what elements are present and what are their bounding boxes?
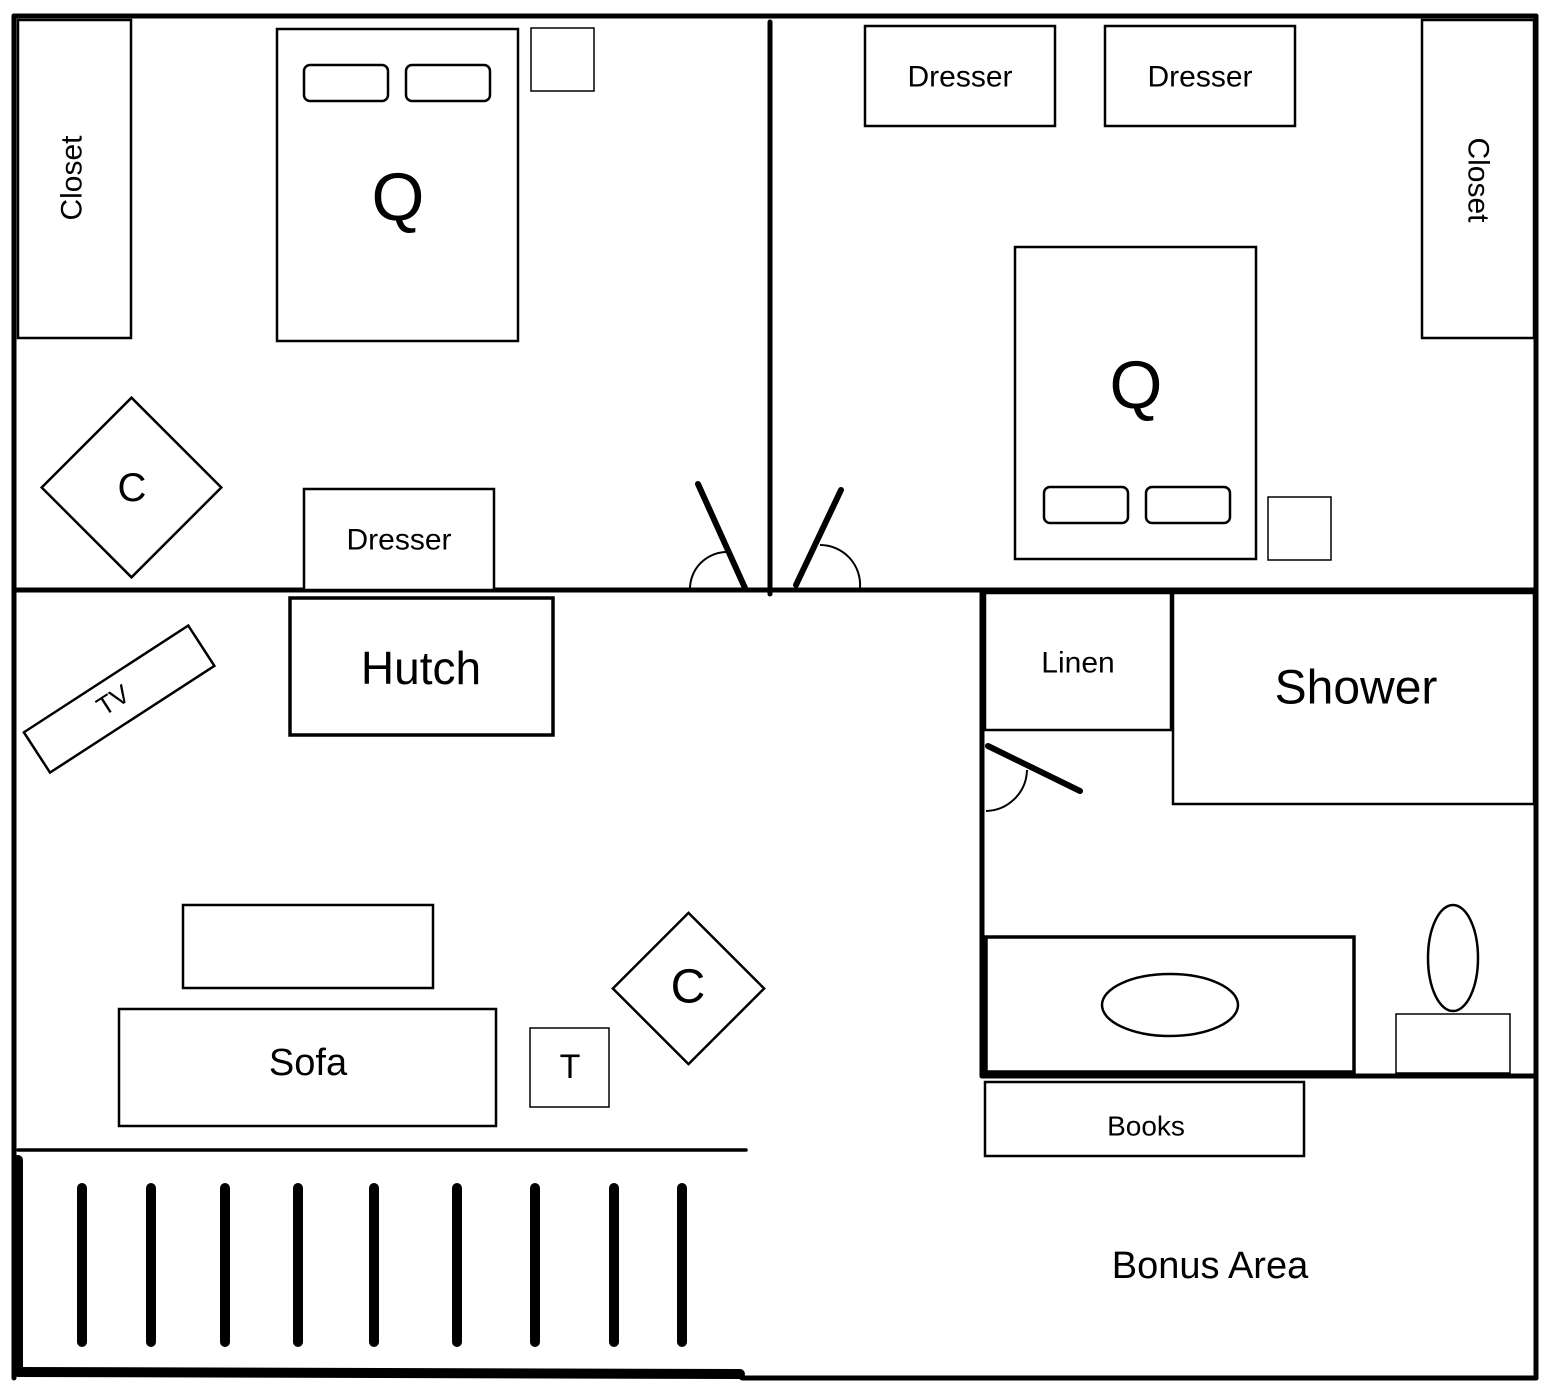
bedroom-right: Dresser Dresser Closet Q <box>793 18 1536 589</box>
sink <box>1100 972 1240 1038</box>
chair-bedroom-label: C <box>118 466 147 510</box>
closet-right <box>1420 18 1536 340</box>
chair-bedroom-shape <box>39 395 224 580</box>
chair-living-shape <box>611 911 766 1066</box>
closet-right-label: Closet <box>1462 137 1495 223</box>
end-table-label: T <box>560 1048 581 1086</box>
linen-closet <box>983 591 1173 732</box>
dresser-left <box>302 487 496 592</box>
tv <box>22 623 217 775</box>
pillow <box>404 63 492 103</box>
shower-label: Shower <box>1275 662 1438 715</box>
door-bedroom-left[interactable] <box>695 481 748 591</box>
coffee-table <box>181 903 435 990</box>
pillow <box>302 63 390 103</box>
sofa-label: Sofa <box>269 1042 348 1084</box>
door-bathroom[interactable] <box>985 743 1083 794</box>
bonus-area-label: Bonus Area <box>1112 1245 1309 1287</box>
queen-bed-right-label: Q <box>1110 347 1163 423</box>
pillow <box>1042 485 1130 525</box>
pillow <box>1144 485 1232 525</box>
dresser-top-2-label: Dresser <box>1147 61 1252 94</box>
closet-left-label: Closet <box>56 135 89 221</box>
bedroom-left: Closet Q C Dresser <box>16 18 748 592</box>
nightstand-left <box>530 27 595 92</box>
toilet-tank <box>1395 1013 1511 1074</box>
dresser-top-2 <box>1103 24 1297 128</box>
sofa <box>117 1007 498 1128</box>
bathroom: Linen Shower <box>983 591 1536 1074</box>
door-swing-arc <box>985 769 1028 812</box>
bonus-area: Books Bonus Area <box>983 1080 1309 1287</box>
interior-walls <box>11 19 1539 1152</box>
queen-bed-left-label: Q <box>372 159 425 235</box>
books-label: Books <box>1107 1111 1185 1142</box>
living-area: Hutch TV Sofa T C <box>22 596 766 1128</box>
shower <box>1171 591 1536 806</box>
door-bedroom-right[interactable] <box>793 487 844 588</box>
door-swing-arc <box>688 550 729 591</box>
dresser-left-label: Dresser <box>346 524 451 557</box>
dresser-top-1 <box>863 24 1057 128</box>
dresser-top-1-label: Dresser <box>907 61 1012 94</box>
staircase <box>13 1155 745 1379</box>
outer-walls <box>11 13 1539 1381</box>
closet-left <box>16 18 133 340</box>
stair-base <box>13 1367 745 1379</box>
door-swing-arc <box>819 543 862 589</box>
hutch-label: Hutch <box>361 642 481 694</box>
toilet-bowl <box>1426 903 1480 1013</box>
linen-label: Linen <box>1041 647 1114 680</box>
hutch <box>288 596 555 737</box>
chair-living-label: C <box>671 961 706 1014</box>
end-table <box>529 1027 610 1108</box>
nightstand-right <box>1267 496 1332 561</box>
bookshelf <box>983 1080 1306 1158</box>
